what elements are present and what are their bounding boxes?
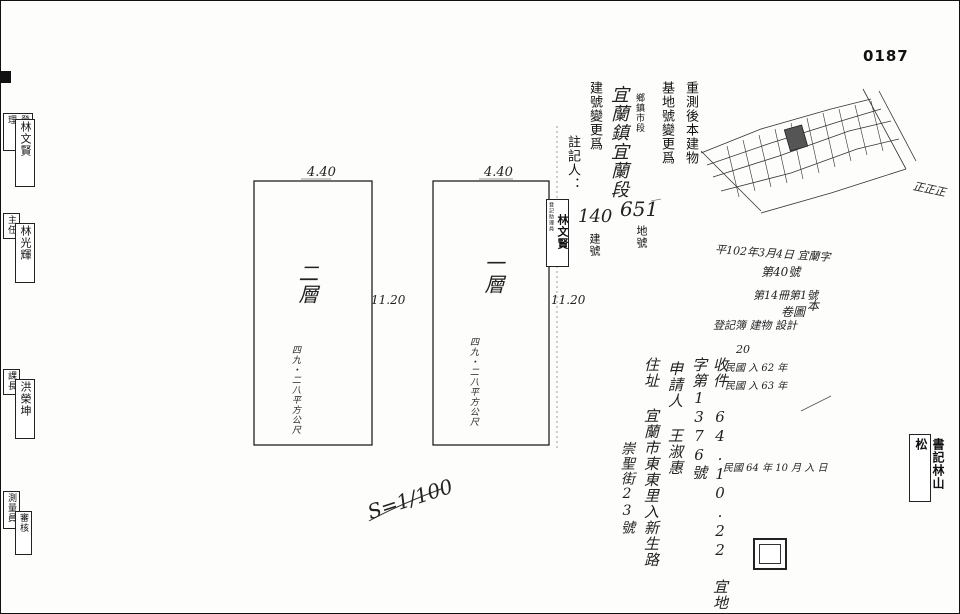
square-seal — [753, 538, 787, 570]
left-stamp-4-name: 審核 — [15, 511, 32, 555]
reg-line-7: 20 — [736, 343, 750, 356]
floor-plan-left — [253, 180, 373, 446]
reg-line-5: 卷圖 — [781, 305, 806, 319]
left-stamp-3-name: 洪榮坤 — [15, 379, 35, 439]
address-note-2: 崇聖街23號 — [619, 441, 635, 535]
floor-right-width: 4.40 — [484, 165, 513, 180]
left-margin-mark — [1, 71, 11, 83]
heading-township: 鄉鎮市段 — [634, 93, 644, 133]
left-stamp-1-name: 林文賢 — [15, 119, 35, 187]
annotator-label: 註記人： — [565, 135, 580, 191]
floor-left-area: 四九‧二八平方公尺 — [290, 345, 300, 435]
reg-row-1: 民國 入 62 年 — [725, 363, 788, 374]
floor-right-label: 一層 — [481, 253, 505, 295]
floor-plan-right — [432, 180, 550, 446]
applicant-note: 申請人 王淑惠 — [666, 361, 684, 476]
reg-line-6: 登記簿 建物 設計 — [713, 319, 797, 332]
land-number-value: 651 — [620, 197, 659, 221]
building-number-label: 建號 — [588, 233, 601, 257]
map-highlight-parcel — [783, 124, 809, 152]
clerk-stamp: 書記林山松 — [909, 434, 945, 502]
receipt-note: 收件 64.10.22 宜地字第1376號 — [690, 357, 729, 611]
floor-right-area: 四九‧二八平方公尺 — [468, 337, 478, 427]
location-map — [700, 88, 917, 214]
bottom-date-row: 民國 64 年 10 月 入 日 — [723, 463, 828, 474]
floor-left-height: 11.20 — [371, 293, 406, 307]
heading-remeasured: 重測後本建物 — [683, 81, 698, 165]
page-number: 0187 — [863, 47, 909, 65]
floor-left-label: 二層 — [295, 263, 319, 305]
heading-building-changed: 建號變更爲 — [587, 81, 602, 151]
annotator-stamp-prefix: 登記助理員 — [548, 202, 554, 232]
floor-left-width: 4.40 — [307, 165, 336, 180]
land-number-label: 地號 — [635, 225, 648, 249]
handwritten-town-section: 宜蘭鎮宜蘭段 — [608, 85, 629, 199]
left-stamp-2-name: 林光輝 — [15, 223, 35, 283]
address-note: 住址 宜蘭市東東里入新生路 — [642, 357, 660, 568]
annotator-stamp: 登記助理員 林文賢 — [546, 199, 569, 267]
reg-line-3: 本 — [807, 299, 820, 313]
reg-line-2: 第40號 — [761, 265, 801, 279]
reg-line-4: 第14冊第1號 — [753, 289, 818, 302]
building-number-value: 140 — [578, 206, 613, 227]
reg-row-2: 民國 入 63 年 — [725, 381, 788, 392]
clerk-stamp-text: 書記林山松 — [914, 438, 945, 490]
floor-right-height: 11.20 — [551, 293, 586, 307]
heading-base-changed: 基地號變更爲 — [659, 81, 674, 165]
annotator-stamp-name: 林文賢 — [556, 214, 569, 250]
